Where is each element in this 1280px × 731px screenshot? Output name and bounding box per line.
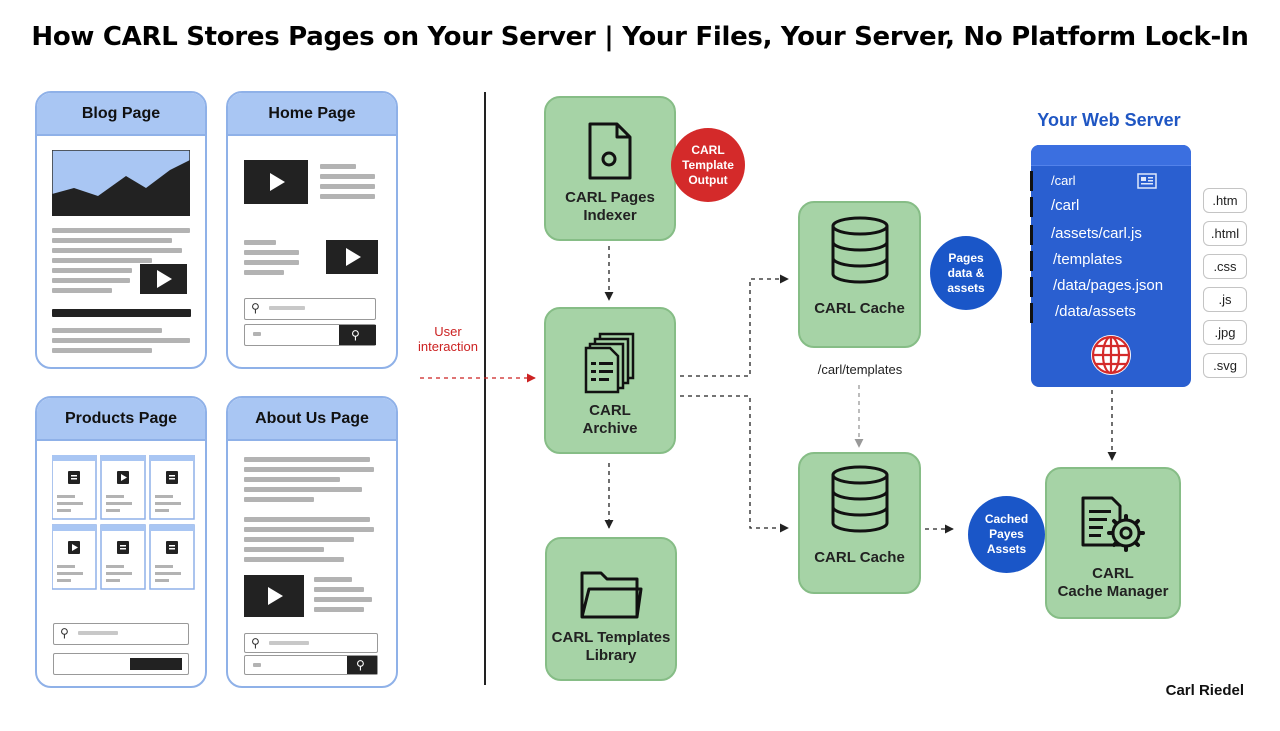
cached-assets-badge: Cached Payes Assets <box>968 496 1045 573</box>
extension-badge: .html <box>1203 221 1247 246</box>
product-grid <box>52 455 195 590</box>
extension-badge: .htm <box>1203 188 1247 213</box>
web-server-title: Your Web Server <box>1037 110 1181 130</box>
landscape-image-icon <box>52 150 190 216</box>
video-thumbnail <box>244 160 308 204</box>
products-page-card: Products Page ⚲ <box>35 396 207 688</box>
carl-templates-library-node: CARL Templates Library <box>545 537 677 681</box>
archive-label: CARL Archive <box>582 402 638 437</box>
extension-badge: .jpg <box>1203 320 1247 345</box>
search-box: ⚲ <box>244 324 376 346</box>
templates-path-label: /carl/templates <box>817 362 903 377</box>
search-box: ⚲ <box>244 298 376 320</box>
document-icon <box>588 122 632 180</box>
carl-archive-node: CARL Archive <box>544 307 676 454</box>
video-thumbnail <box>244 575 304 617</box>
home-page-card: Home Page ⚲ ⚲ <box>226 91 398 369</box>
section-divider <box>484 92 486 685</box>
template-output-badge: CARL Template Output <box>671 128 745 202</box>
server-path: /templates <box>1053 251 1123 268</box>
database-icon <box>831 465 888 533</box>
play-icon <box>268 587 283 605</box>
play-icon <box>346 248 361 266</box>
play-icon <box>270 173 285 191</box>
extension-badge: .css <box>1203 254 1247 279</box>
search-icon: ⚲ <box>251 636 260 650</box>
server-path: /data/pages.json <box>1053 277 1164 294</box>
server-path: /carl <box>1051 197 1080 214</box>
web-server-panel: /carl /carl /assets/carl.js /templates /… <box>1030 145 1191 387</box>
search-icon: ⚲ <box>356 658 365 672</box>
product-tile <box>149 524 195 590</box>
search-icon: ⚲ <box>351 328 360 342</box>
user-interaction-label: User interaction <box>418 324 478 354</box>
templates-library-label: CARL Templates Library <box>551 629 671 664</box>
database-icon <box>831 216 888 284</box>
author-credit: Carl Riedel <box>1165 682 1244 699</box>
folder-icon <box>580 571 643 619</box>
search-box: ⚲ <box>244 633 378 653</box>
arrow-archive-cache-bottom <box>680 395 789 533</box>
product-tile <box>149 455 195 520</box>
product-tile <box>52 524 97 590</box>
video-thumbnail <box>326 240 378 274</box>
product-tile <box>100 455 146 520</box>
cache-bottom-label: CARL Cache <box>814 549 905 566</box>
home-page-title: Home Page <box>228 93 396 136</box>
about-page-title: About Us Page <box>228 398 396 441</box>
document-gear-icon <box>1081 496 1145 552</box>
search-box: ⚲ <box>53 623 189 645</box>
extension-badge: .js <box>1203 287 1247 312</box>
carl-cache-manager-node: CARL Cache Manager <box>1045 467 1181 619</box>
search-button: ⚲ <box>347 656 377 674</box>
carl-cache-bottom-node: CARL Cache <box>798 452 921 594</box>
blog-page-card: Blog Page <box>35 91 207 369</box>
stacked-documents-icon <box>584 332 635 394</box>
search-button: ⚲ <box>339 325 376 345</box>
video-thumbnail <box>140 264 187 294</box>
product-tile <box>52 455 97 520</box>
search-icon: ⚲ <box>60 626 69 640</box>
cache-manager-label: CARL Cache Manager <box>1057 565 1169 600</box>
products-page-title: Products Page <box>37 398 205 441</box>
blog-page-title: Blog Page <box>37 93 205 136</box>
about-page-card: About Us Page ⚲ ⚲ <box>226 396 398 688</box>
server-path: /carl <box>1051 173 1076 188</box>
server-panel-header <box>1031 145 1191 166</box>
arrow-archive-cache-top <box>680 274 789 377</box>
product-tile <box>100 524 146 590</box>
search-box: ⚲ <box>244 655 378 675</box>
indexer-label: CARL Pages Indexer <box>565 189 655 224</box>
file-icon <box>1137 173 1157 189</box>
carl-cache-top-node: CARL Cache <box>798 201 921 348</box>
carl-pages-indexer-node: CARL Pages Indexer <box>544 96 676 241</box>
globe-icon <box>1091 335 1131 375</box>
server-path: /data/assets <box>1055 303 1136 320</box>
search-box <box>53 653 189 675</box>
cache-top-label: CARL Cache <box>814 300 905 317</box>
page-title: How CARL Stores Pages on Your Server | Y… <box>31 22 1249 52</box>
server-path: /assets/carl.js <box>1051 225 1142 242</box>
pages-data-assets-badge: Pages data & assets <box>930 236 1002 310</box>
search-icon: ⚲ <box>251 301 260 315</box>
play-icon <box>157 270 172 288</box>
blog-bar <box>52 309 191 317</box>
extension-badge: .svg <box>1203 353 1247 378</box>
search-button <box>130 658 182 670</box>
